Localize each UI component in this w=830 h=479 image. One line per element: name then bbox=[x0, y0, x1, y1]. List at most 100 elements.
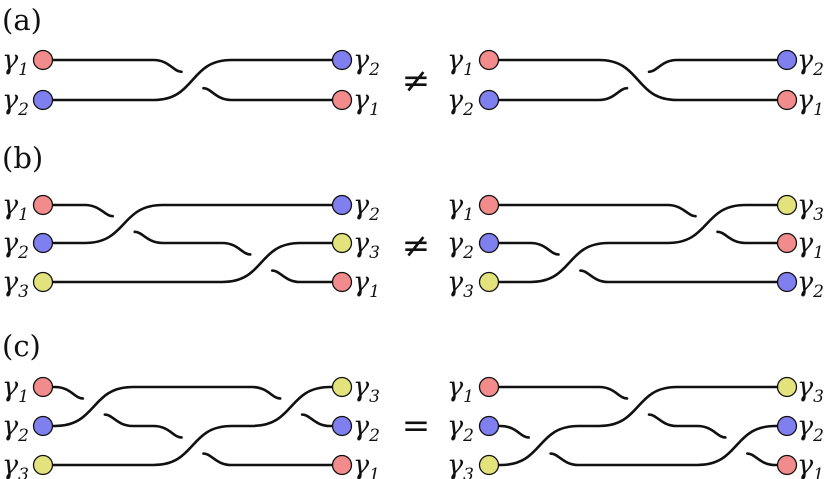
panel-label: (b) bbox=[2, 141, 43, 175]
gamma-subscript: 1 bbox=[369, 465, 380, 479]
braid-strand bbox=[487, 424, 789, 467]
gamma-label: γ2 bbox=[2, 228, 29, 263]
gamma-subscript: 3 bbox=[813, 387, 824, 407]
strand-endpoint-right bbox=[331, 232, 353, 254]
strand-endpoint-left bbox=[32, 271, 54, 293]
gamma-label: γ2 bbox=[353, 411, 380, 446]
strand-endpoint-right bbox=[776, 232, 798, 254]
gamma-subscript: 2 bbox=[17, 243, 29, 263]
relation-symbol: = bbox=[402, 406, 431, 446]
gamma-label: γ2 bbox=[2, 411, 29, 446]
strand-endpoint-left bbox=[478, 415, 500, 437]
gamma-label: γ3 bbox=[353, 228, 380, 263]
strand-endpoint-left bbox=[32, 194, 54, 216]
braid-strand bbox=[41, 58, 344, 102]
strand-endpoint-right bbox=[331, 89, 353, 111]
strand-endpoint-right bbox=[331, 194, 353, 216]
gamma-label: γ3 bbox=[447, 267, 474, 302]
strand-endpoint-left bbox=[32, 454, 54, 476]
gamma-label: γ2 bbox=[2, 85, 29, 120]
gamma-subscript: 2 bbox=[368, 60, 380, 80]
gamma-label: γ1 bbox=[2, 372, 29, 407]
gamma-subscript: 1 bbox=[18, 205, 29, 225]
strand-endpoint-left bbox=[32, 415, 54, 437]
strand-endpoint-right bbox=[331, 271, 353, 293]
gamma-subscript: 2 bbox=[812, 60, 824, 80]
strand-endpoint-right bbox=[776, 271, 798, 293]
gamma-label: γ2 bbox=[797, 267, 824, 302]
braid-strand bbox=[41, 58, 344, 102]
gamma-subscript: 1 bbox=[813, 243, 824, 263]
strand-endpoint-left bbox=[478, 376, 500, 398]
gamma-subscript: 2 bbox=[462, 426, 474, 446]
gamma-label: γ1 bbox=[797, 450, 824, 479]
gamma-label: γ1 bbox=[797, 228, 824, 263]
strand-endpoint-right bbox=[331, 415, 353, 437]
gamma-subscript: 3 bbox=[463, 282, 474, 302]
gamma-subscript: 3 bbox=[18, 465, 29, 479]
gamma-label: γ1 bbox=[447, 45, 474, 80]
gamma-label: γ1 bbox=[2, 45, 29, 80]
panel-label: (c) bbox=[2, 329, 41, 363]
gamma-subscript: 1 bbox=[369, 100, 380, 120]
strand-endpoint-right bbox=[776, 49, 798, 71]
panel-label: (a) bbox=[2, 3, 42, 37]
strand-endpoint-right bbox=[776, 415, 798, 437]
gamma-subscript: 1 bbox=[18, 60, 29, 80]
braid-strand bbox=[41, 203, 344, 284]
strand-endpoint-right bbox=[776, 194, 798, 216]
strand-endpoint-left bbox=[32, 232, 54, 254]
gamma-subscript: 3 bbox=[813, 205, 824, 225]
gamma-subscript: 2 bbox=[812, 426, 824, 446]
braid-strand bbox=[487, 203, 789, 245]
gamma-subscript: 1 bbox=[463, 60, 474, 80]
braid-strand bbox=[41, 385, 344, 428]
strand-endpoint-left bbox=[478, 232, 500, 254]
gamma-label: γ1 bbox=[2, 190, 29, 225]
gamma-subscript: 1 bbox=[18, 387, 29, 407]
gamma-subscript: 1 bbox=[813, 465, 824, 479]
gamma-label: γ2 bbox=[447, 228, 474, 263]
braid-strand bbox=[487, 385, 789, 467]
braid-strand bbox=[487, 58, 789, 102]
strand-endpoint-right bbox=[776, 454, 798, 476]
gamma-subscript: 3 bbox=[463, 465, 474, 479]
gamma-label: γ2 bbox=[353, 190, 380, 225]
gamma-subscript: 1 bbox=[813, 100, 824, 120]
gamma-label: γ1 bbox=[447, 372, 474, 407]
braid-strand bbox=[487, 385, 789, 467]
strand-endpoint-right bbox=[776, 376, 798, 398]
strand-endpoint-left bbox=[478, 49, 500, 71]
gamma-subscript: 1 bbox=[463, 205, 474, 225]
gamma-label: γ1 bbox=[797, 85, 824, 120]
braid-strand bbox=[487, 203, 789, 284]
gamma-label: γ3 bbox=[797, 372, 824, 407]
gamma-label: γ1 bbox=[353, 267, 380, 302]
gamma-label: γ3 bbox=[2, 450, 29, 479]
strand-endpoint-left bbox=[32, 89, 54, 111]
strand-endpoint-right bbox=[331, 376, 353, 398]
gamma-label: γ3 bbox=[2, 267, 29, 302]
gamma-subscript: 2 bbox=[17, 426, 29, 446]
braid-strand bbox=[487, 58, 789, 102]
strand-endpoint-left bbox=[478, 454, 500, 476]
gamma-label: γ2 bbox=[353, 45, 380, 80]
gamma-label: γ3 bbox=[797, 190, 824, 225]
gamma-label: γ1 bbox=[353, 450, 380, 479]
braid-strand bbox=[41, 203, 344, 245]
braid-strand bbox=[41, 385, 344, 467]
gamma-label: γ3 bbox=[447, 450, 474, 479]
gamma-label: γ2 bbox=[447, 85, 474, 120]
gamma-subscript: 3 bbox=[369, 387, 380, 407]
strand-endpoint-left bbox=[478, 194, 500, 216]
strand-endpoint-right bbox=[331, 49, 353, 71]
gamma-subscript: 2 bbox=[368, 205, 380, 225]
